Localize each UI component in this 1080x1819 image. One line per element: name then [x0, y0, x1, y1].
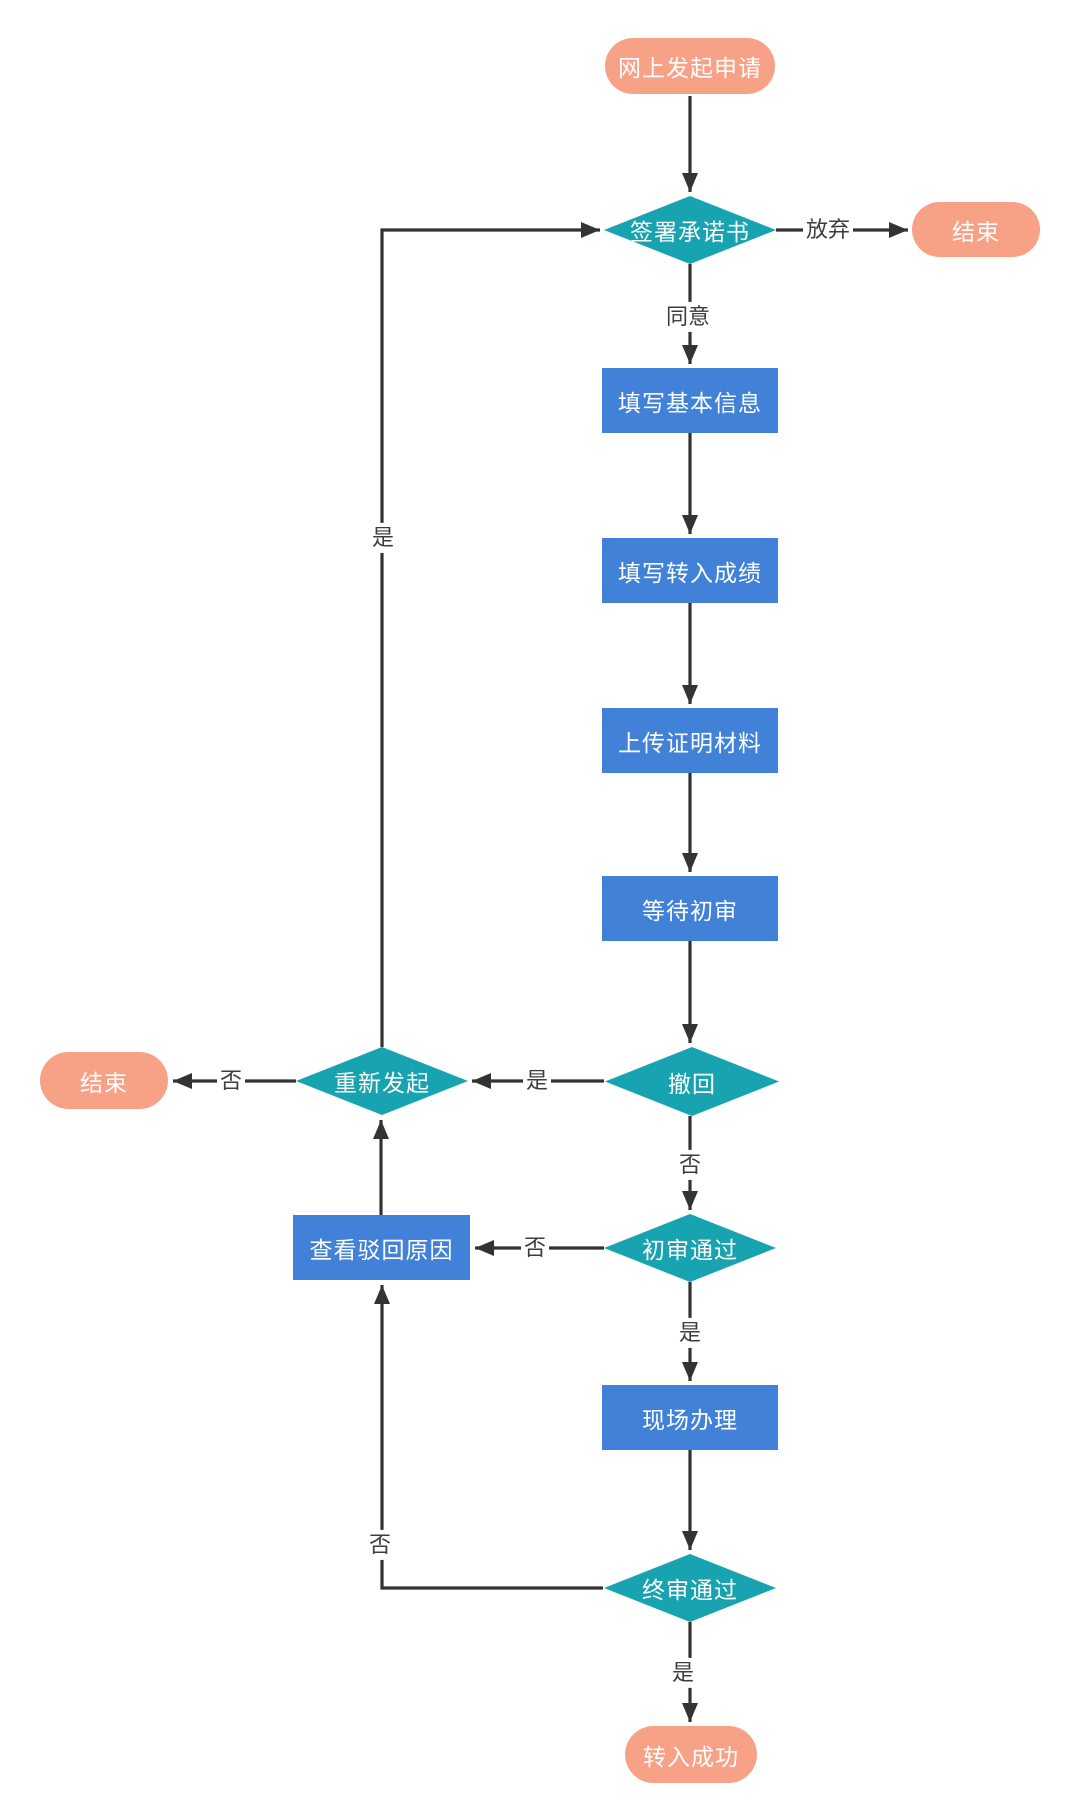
edge-label-restart-yes: 是 [368, 522, 398, 554]
edge-label-initial-review-yes: 是 [675, 1317, 705, 1349]
node-start-application: 网上发起申请 [605, 38, 775, 94]
edge-label-agree: 同意 [662, 301, 714, 333]
edge-label-abandon: 放弃 [802, 214, 854, 246]
node-upload-materials: 上传证明材料 [602, 708, 778, 773]
edge-label-final-review-yes: 是 [668, 1657, 698, 1689]
node-end-top: 结束 [912, 202, 1040, 257]
edge-label-withdraw-no: 否 [675, 1149, 705, 1181]
edge-restart-to-sign-loop [380, 222, 600, 1047]
node-end-left: 结束 [40, 1052, 168, 1109]
edge-label-final-review-no: 否 [365, 1529, 395, 1561]
node-transfer-success: 转入成功 [625, 1726, 757, 1783]
node-view-rejection-reason: 查看驳回原因 [293, 1215, 470, 1280]
edge-label-initial-review-no: 否 [520, 1232, 550, 1264]
node-fill-transfer-scores: 填写转入成绩 [602, 538, 778, 603]
node-wait-initial-review: 等待初审 [602, 876, 778, 941]
edge-label-restart-no: 否 [216, 1065, 246, 1097]
edge-final-pass-to-view-reason-loop [374, 1285, 603, 1590]
node-onsite-processing: 现场办理 [602, 1385, 778, 1450]
edge-label-withdraw-yes: 是 [522, 1065, 552, 1097]
node-fill-basic-info: 填写基本信息 [602, 368, 778, 433]
